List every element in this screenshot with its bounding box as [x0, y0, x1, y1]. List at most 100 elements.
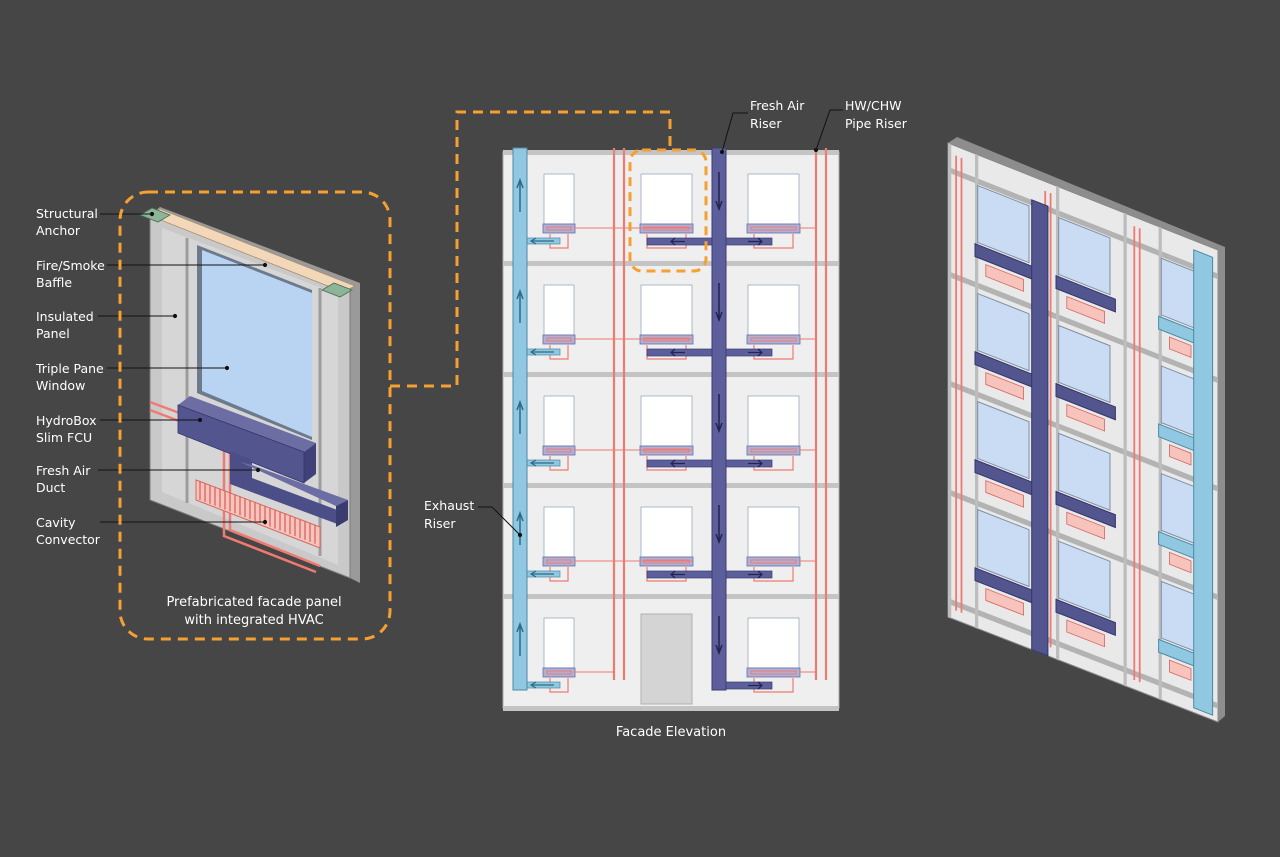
iso-window: [1058, 432, 1111, 511]
iso-window: [1058, 216, 1111, 296]
elevation-caption: Facade Elevation: [616, 725, 726, 740]
window: [543, 617, 575, 669]
fcu-unit: [542, 334, 576, 345]
fcu-coil: [750, 226, 797, 231]
fresh-air-leader: [719, 112, 748, 155]
window: [747, 173, 800, 225]
window: [747, 284, 800, 336]
iso-convector: [985, 371, 1024, 400]
panel-detail: StructuralAnchorFire/SmokeBaffleInsulate…: [35, 190, 392, 641]
exhaust-flow-arrow: [516, 621, 524, 656]
panel-label-line2: Baffle: [36, 275, 72, 290]
panel-label-line2: Anchor: [36, 223, 81, 238]
iso-floor-slab: [948, 489, 1218, 601]
panel-label-line1: Insulated: [36, 309, 94, 324]
panel-caption-line1: Prefabricated facade panel: [166, 595, 341, 610]
fresh-air-duct: [230, 451, 348, 527]
fresh-air-riser-label-line1: Fresh Air: [750, 98, 805, 113]
airflow-arrow: [670, 237, 685, 246]
iso-convector: [985, 479, 1024, 508]
panel-label-line2: Duct: [36, 480, 65, 495]
pipe-riser-label-line1: HW/CHW: [845, 98, 901, 113]
airflow-arrow: [670, 570, 685, 579]
floor-slab: [503, 150, 839, 155]
iso-convector: [1169, 336, 1192, 358]
iso-floor-slab: [948, 166, 1218, 280]
window: [640, 284, 693, 336]
iso-floor-slab: [948, 598, 1218, 709]
iso-floor-slab: [948, 270, 1218, 384]
floor-slab: [503, 372, 839, 377]
panel-leaders: [98, 211, 268, 525]
window: [640, 395, 693, 447]
fcu-unit: [542, 556, 576, 567]
window: [543, 395, 575, 447]
fresh-air-flow-arrow: [715, 172, 723, 212]
entrance-door: [640, 613, 693, 705]
panel-label-line2: Convector: [36, 532, 101, 547]
airflow-arrow: [748, 237, 763, 246]
iso-fcu: [1055, 490, 1116, 529]
pipe-riser-label-line2: Pipe Riser: [845, 116, 908, 131]
floor-slab: [503, 706, 839, 711]
exhaust-riser-label-line1: Exhaust: [424, 498, 474, 513]
iso-convector: [1169, 551, 1192, 574]
window: [543, 284, 575, 336]
panel-highlight-box: [118, 190, 392, 641]
iso-fcu: [1055, 598, 1116, 637]
fcu-coil: [750, 448, 797, 453]
fcu-coil: [750, 337, 797, 342]
fcu-coil: [546, 670, 572, 675]
fresh-air-flow-arrow: [715, 505, 723, 545]
iso-convector: [1169, 444, 1192, 466]
structural-anchor: [321, 282, 353, 298]
airflow-arrow: [529, 570, 554, 578]
airflow-arrow: [529, 459, 554, 467]
triple-pane-window: [202, 250, 312, 437]
floor-slab: [503, 483, 839, 488]
window: [640, 506, 693, 558]
panel-label-line2: Panel: [36, 326, 70, 341]
iso-window: [977, 184, 1030, 264]
highlight-connector: [390, 110, 672, 388]
iso-convector: [985, 588, 1024, 616]
airflow-arrow: [670, 459, 685, 468]
iso-mullion: [948, 143, 952, 619]
window: [543, 506, 575, 558]
iso-fresh-air-riser: [1031, 199, 1049, 657]
airflow-arrow: [670, 348, 685, 357]
elevation-highlight-box: [628, 148, 708, 273]
fcu-coil: [750, 670, 797, 675]
airflow-arrow: [748, 681, 763, 690]
fcu-coil: [546, 448, 572, 453]
fcu-unit: [542, 223, 576, 234]
window: [747, 506, 800, 558]
fcu-unit: [746, 445, 801, 456]
window: [640, 173, 693, 225]
iso-fcu: [1055, 274, 1116, 313]
floor-slab: [503, 261, 839, 266]
panel-label-line2: Window: [36, 378, 85, 393]
panel-label-line2: Slim FCU: [36, 430, 92, 445]
window: [747, 617, 800, 669]
iso-convector: [1066, 619, 1105, 648]
fcu-coil: [546, 559, 572, 564]
structural-anchor: [139, 207, 171, 223]
iso-floor-slab: [948, 380, 1218, 492]
isometric-facade: [947, 137, 1225, 723]
exhaust-riser-label-line2: Riser: [424, 516, 456, 531]
airflow-arrow: [748, 570, 763, 579]
panel-label-line1: Triple Pane: [35, 361, 104, 376]
exhaust-riser-leader: [478, 506, 523, 538]
iso-convector: [985, 263, 1024, 292]
iso-convector: [1066, 295, 1105, 324]
fresh-air-flow-arrow: [715, 283, 723, 323]
cavity-convector: [195, 479, 321, 549]
iso-mullion: [1123, 212, 1127, 687]
iso-fcu: [1055, 382, 1116, 421]
panel-label-line1: Structural: [36, 206, 98, 221]
fresh-air-flow-arrow: [715, 616, 723, 656]
window: [543, 173, 575, 225]
